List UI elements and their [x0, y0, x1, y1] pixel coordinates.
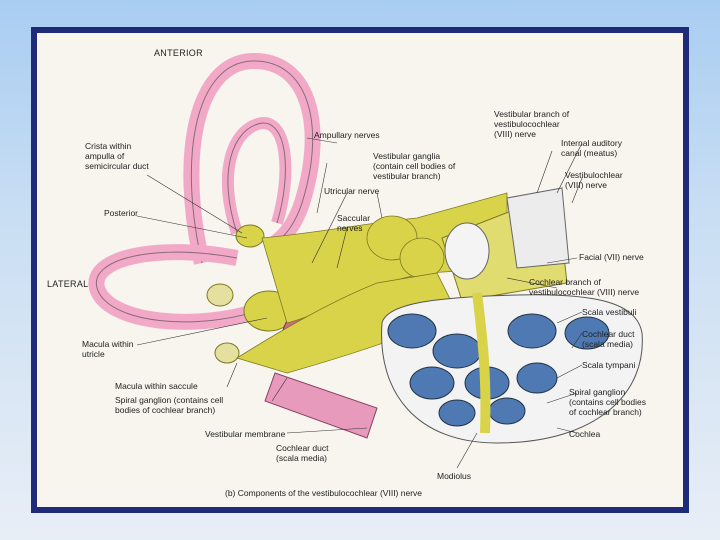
label-lateral: LATERAL	[47, 279, 89, 289]
vestibular-nerve-bundle	[236, 192, 508, 374]
label-utricular-nerve: Utricular nerve	[324, 186, 380, 196]
figure-plate: ANTERIOR Ampullary nerves Crista within …	[37, 33, 683, 507]
cochlea	[381, 292, 643, 444]
label-facial-nerve: Facial (VII) nerve	[579, 252, 644, 262]
label-internal-auditory-canal: Internal auditory canal (meatus)	[561, 138, 622, 158]
label-macula-saccule: Macula within saccule	[115, 381, 198, 391]
ampullae	[206, 224, 265, 364]
label-ampullary-nerves: Ampullary nerves	[314, 130, 380, 140]
label-vestibular-membrane: Vestibular membrane	[205, 429, 286, 439]
label-scala-tympani: Scala tympani	[582, 360, 636, 370]
nerve-trunk	[441, 187, 570, 302]
inner-ear-illustration	[88, 52, 643, 469]
leader-lines	[136, 137, 583, 469]
label-macula-utricle: Macula within utricle	[82, 339, 134, 359]
label-cochlear-duct-bottom: Cochlear duct (scala media)	[276, 443, 329, 463]
label-vestibulocochlear-nerve: Vestibulochlear (VIII) nerve	[565, 170, 623, 190]
label-crista: Crista within ampulla of semicircular du…	[85, 141, 149, 171]
cochlear-duct-strip	[264, 372, 378, 439]
label-saccular-nerves: Saccular nerves	[337, 213, 371, 233]
label-spiral-ganglion-left: Spiral ganglion (contains cell bodies of…	[115, 395, 224, 415]
label-cochlear-duct-right: Cochlear duct (scala media)	[582, 329, 635, 349]
label-modiolus: Modiolus	[437, 471, 472, 481]
label-spiral-ganglion-right: Spiral ganglion (contains cell bodies of…	[569, 387, 647, 417]
label-cochlear-branch: Cochlear branch of vestibulocochlear (VI…	[529, 277, 640, 297]
label-vestibular-ganglia: Vestibular ganglia (contain cell bodies …	[373, 151, 456, 181]
semicircular-canals	[88, 52, 321, 330]
label-posterior: Posterior	[104, 208, 139, 218]
label-cochlea: Cochlea	[569, 429, 601, 439]
figure-caption: (b) Components of the vestibulocochlear …	[225, 488, 423, 498]
label-anterior: ANTERIOR	[154, 48, 203, 58]
label-scala-vestibuli: Scala vestibuli	[582, 307, 637, 317]
label-vestibular-branch: Vestibular branch of vestibulocochlear (…	[494, 109, 570, 139]
